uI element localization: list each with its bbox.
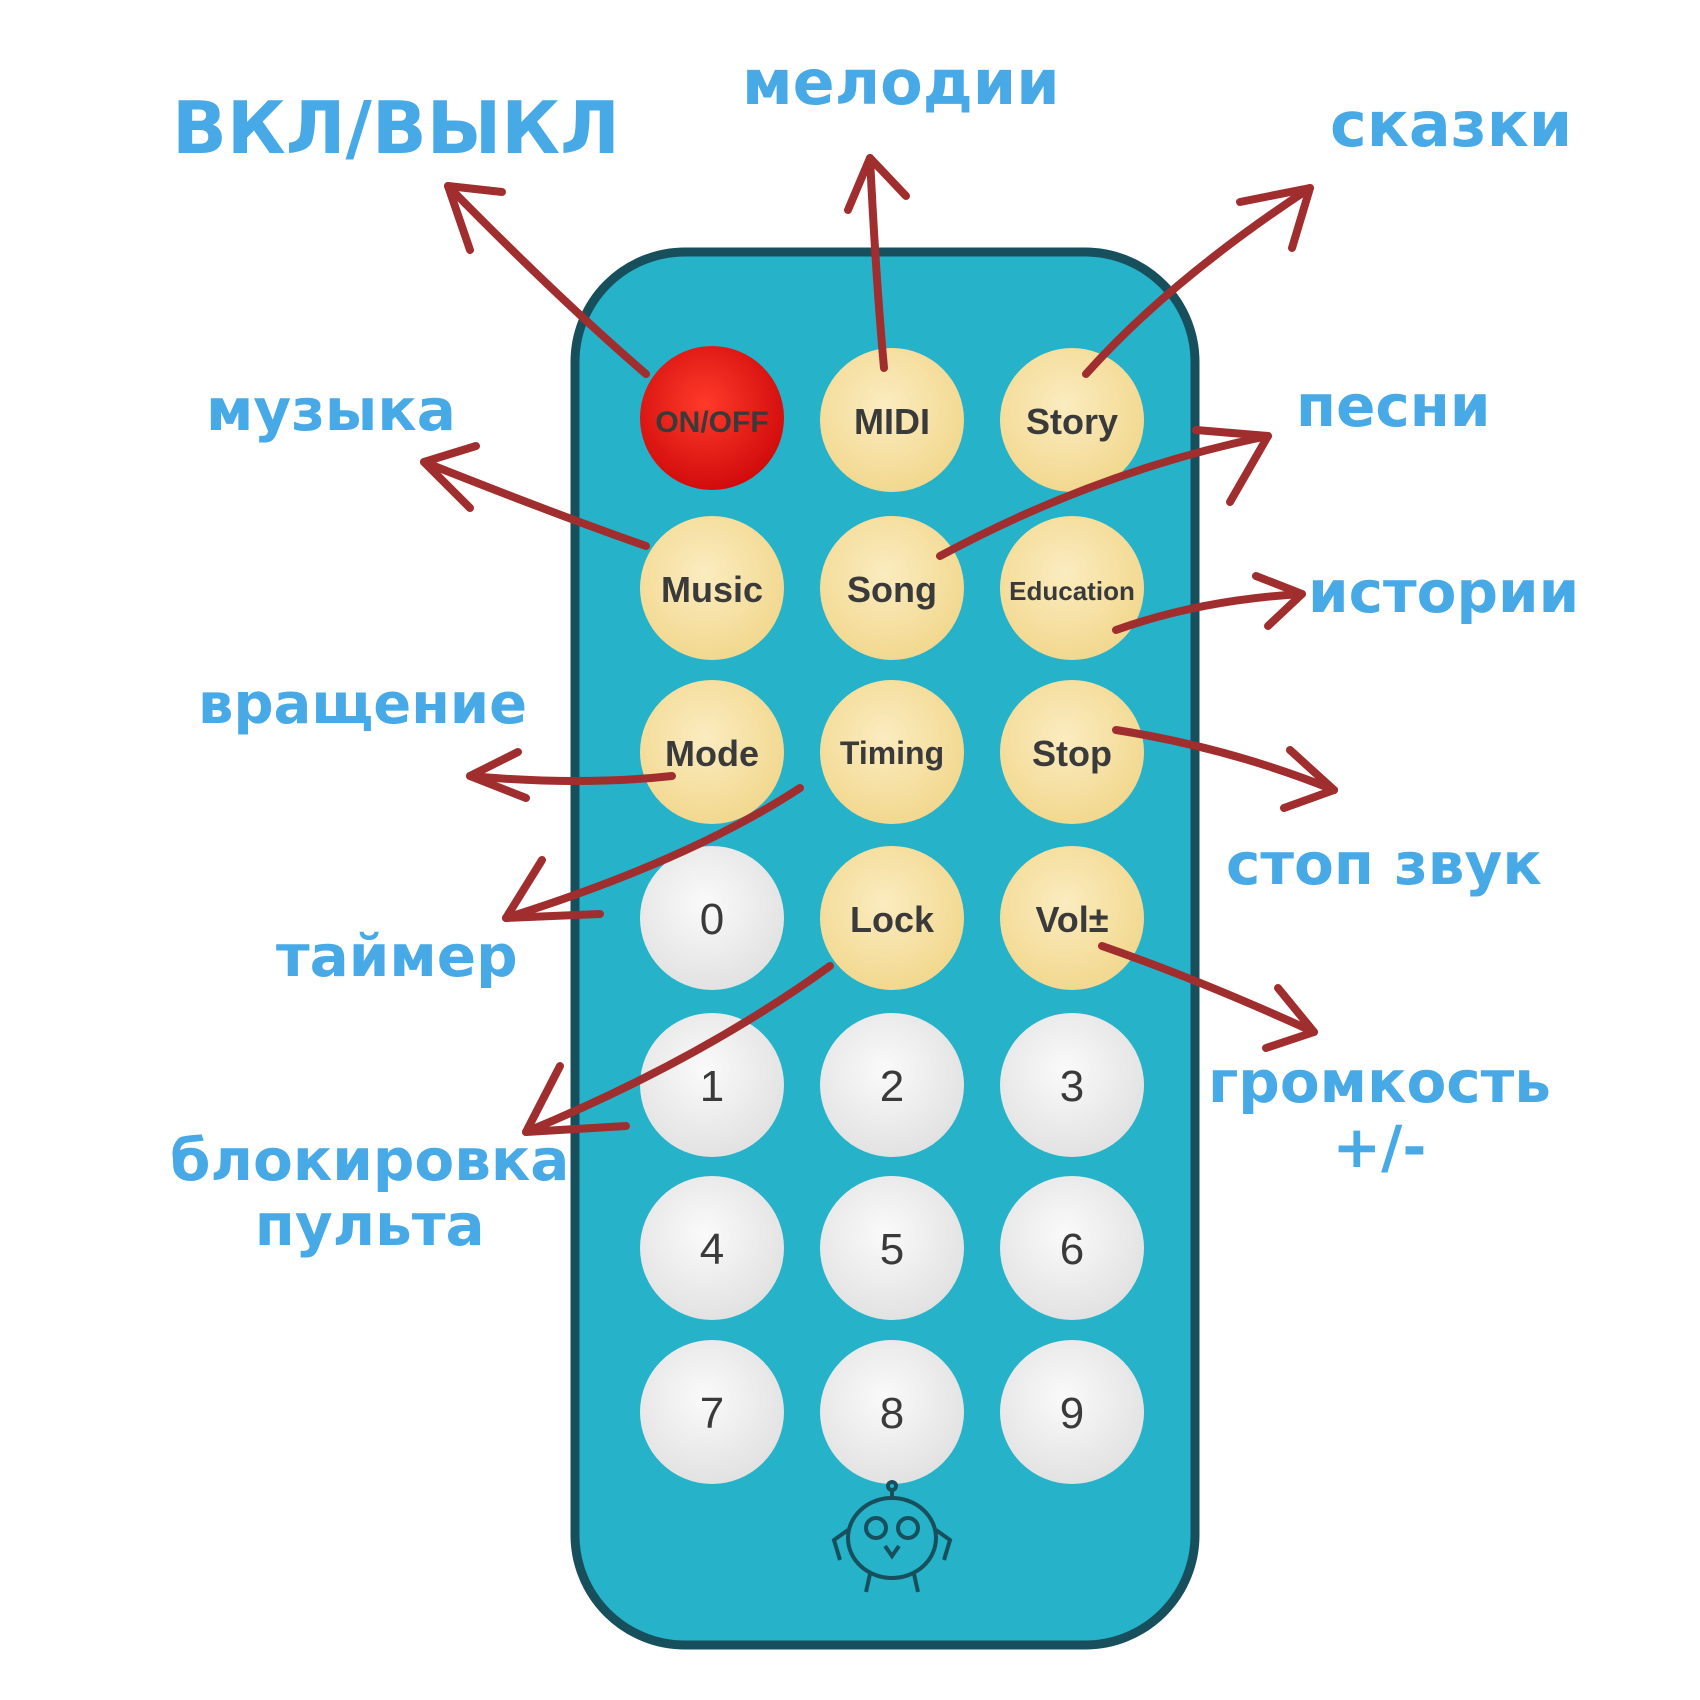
- label-music: музыка: [206, 376, 456, 444]
- number-7-label: 7: [700, 1389, 724, 1438]
- number-4-label: 4: [700, 1225, 724, 1274]
- education-button-label: Education: [1009, 576, 1135, 606]
- arrow-vol: [1098, 942, 1318, 1052]
- label-story: сказки: [1330, 88, 1573, 161]
- onoff-button-label: ON/OFF: [655, 406, 768, 439]
- label-lock-line1: блокировка: [170, 1126, 570, 1194]
- timing-button-label: Timing: [840, 735, 944, 771]
- annotation-arrows: [420, 154, 1338, 1136]
- song-button[interactable]: Song: [820, 516, 964, 660]
- label-lock-line2: пульта: [254, 1190, 485, 1259]
- number-5-label: 5: [880, 1225, 904, 1274]
- number-9-button[interactable]: 9: [1000, 1340, 1144, 1484]
- label-mode: вращение: [198, 672, 528, 737]
- number-8-label: 8: [880, 1389, 904, 1438]
- stop-button[interactable]: Stop: [1000, 680, 1144, 824]
- label-vol-line2: +/-: [1332, 1112, 1427, 1181]
- number-2-button[interactable]: 2: [820, 1013, 964, 1157]
- number-1-label: 1: [700, 1062, 724, 1111]
- lock-button[interactable]: Lock: [820, 846, 964, 990]
- number-3-label: 3: [1060, 1062, 1084, 1111]
- stop-button-label: Stop: [1032, 733, 1112, 774]
- number-0-button[interactable]: 0: [640, 846, 784, 990]
- music-button[interactable]: Music: [640, 516, 784, 660]
- number-3-button[interactable]: 3: [1000, 1013, 1144, 1157]
- education-button[interactable]: Education: [1000, 516, 1144, 660]
- arrow-timing: [502, 784, 804, 922]
- arrow-music: [420, 442, 650, 550]
- timing-button[interactable]: Timing: [820, 680, 964, 824]
- arrow-stop: [1112, 726, 1338, 812]
- label-midi: мелодии: [742, 46, 1060, 119]
- number-1-button[interactable]: 1: [640, 1013, 784, 1157]
- arrow-education: [1112, 572, 1306, 634]
- number-7-button[interactable]: 7: [640, 1340, 784, 1484]
- label-vol-line1: громкость: [1208, 1048, 1551, 1116]
- number-4-button[interactable]: 4: [640, 1176, 784, 1320]
- onoff-button[interactable]: ON/OFF: [640, 346, 784, 490]
- arrow-midi: [844, 154, 910, 372]
- lock-button-label: Lock: [850, 899, 935, 940]
- vol-button[interactable]: Vol±: [1000, 846, 1144, 990]
- mode-button-label: Mode: [665, 733, 759, 774]
- label-stop: стоп звук: [1226, 830, 1542, 898]
- arrow-mode: [466, 748, 676, 802]
- midi-button[interactable]: MIDI: [820, 348, 964, 492]
- label-vol: громкость +/-: [1208, 1050, 1551, 1180]
- arrow-onoff: [444, 182, 650, 378]
- music-button-label: Music: [661, 569, 763, 610]
- number-8-button[interactable]: 8: [820, 1340, 964, 1484]
- number-6-button[interactable]: 6: [1000, 1176, 1144, 1320]
- number-2-label: 2: [880, 1062, 904, 1111]
- midi-button-label: MIDI: [854, 401, 930, 442]
- arrow-song: [936, 426, 1272, 560]
- arrow-lock: [522, 962, 834, 1136]
- label-timing: таймер: [276, 922, 518, 990]
- mode-button[interactable]: Mode: [640, 680, 784, 824]
- label-onoff: ВКЛ/ВЫКЛ: [172, 86, 620, 170]
- story-button[interactable]: Story: [1000, 348, 1144, 492]
- arrow-story: [1082, 184, 1314, 378]
- song-button-label: Song: [847, 569, 937, 610]
- number-0-label: 0: [700, 895, 724, 944]
- label-education: истории: [1308, 558, 1580, 626]
- label-song: песни: [1296, 372, 1491, 440]
- vol-button-label: Vol±: [1035, 899, 1108, 940]
- label-lock: блокировка пульта: [170, 1128, 569, 1258]
- number-9-label: 9: [1060, 1389, 1084, 1438]
- robot-mascot-icon: [831, 1480, 953, 1593]
- number-6-label: 6: [1060, 1225, 1084, 1274]
- number-5-button[interactable]: 5: [820, 1176, 964, 1320]
- story-button-label: Story: [1026, 401, 1118, 442]
